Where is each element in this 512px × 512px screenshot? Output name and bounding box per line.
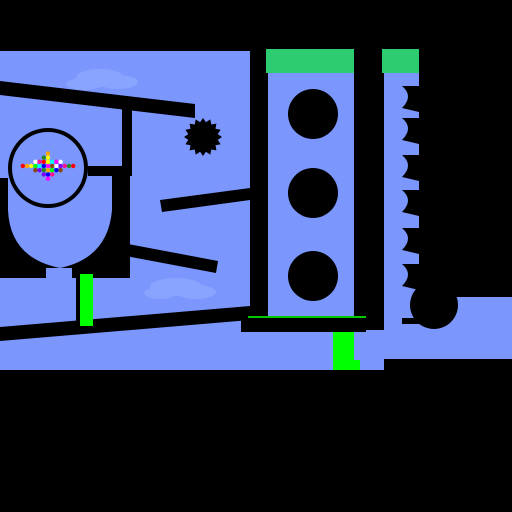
marble [58,159,63,164]
tube-hole-3 [288,251,338,301]
marble [41,155,46,160]
tube-hole-1 [288,89,338,139]
marble [45,172,51,177]
gear-body [184,118,222,156]
marble [45,155,51,160]
notch [402,118,419,144]
marble [41,159,46,164]
right-column-cap [382,49,419,73]
black-ball[interactable] [410,281,458,329]
tube-cap [266,49,354,73]
marble [20,163,25,169]
green-block-foot [354,360,360,370]
cup-holder [0,176,130,278]
marble [33,159,38,164]
marble [33,163,38,169]
marble [71,163,76,169]
marble [41,163,46,169]
tube-wall-right [354,49,384,330]
marble [50,159,55,164]
notch-column [402,86,419,290]
sky-bottom-mid [250,330,384,370]
green-post-left-outline [76,274,80,332]
right-column-sky [384,73,419,299]
cup-arm [88,166,132,176]
marble [62,163,67,169]
marble [45,168,51,173]
marble [45,176,51,181]
mid-ramp-lower [126,244,218,273]
cup-inner [8,196,112,262]
mid-ramp-upper [160,188,250,212]
marble [37,168,42,173]
bottom-ramp [0,306,250,341]
marble [58,168,63,173]
tube-wall-left [250,49,267,317]
cloud-top [66,69,138,90]
green-block-bottom [333,332,354,370]
notch [402,86,419,112]
tube-platform-edge [248,316,366,318]
marble [50,172,55,177]
notch [402,264,419,290]
marble [24,163,30,169]
marble [45,163,51,169]
marble [54,159,59,164]
top-ramp-post [122,108,132,170]
marble [50,168,55,173]
top-ramp [0,81,195,118]
tube-platform [241,316,366,332]
marble [33,168,38,173]
marble [54,168,59,173]
green-post-left [80,274,93,326]
notch [402,228,419,254]
notch [402,190,419,216]
right-column-wall [419,49,512,297]
marble [66,163,72,169]
marble [54,163,59,169]
spike-gear-icon[interactable] [184,118,222,156]
marble [41,168,46,173]
marble [29,163,34,169]
notch [402,155,419,181]
marble [45,159,51,164]
basin-ledge [402,318,422,324]
tube-hole-2 [288,168,338,218]
marble [37,163,42,169]
marble [41,172,46,177]
marble [45,151,51,156]
marble [58,163,63,169]
marble [37,159,42,164]
marble [50,163,55,169]
marble-cluster [20,151,76,181]
cloud-bottom [144,278,216,299]
